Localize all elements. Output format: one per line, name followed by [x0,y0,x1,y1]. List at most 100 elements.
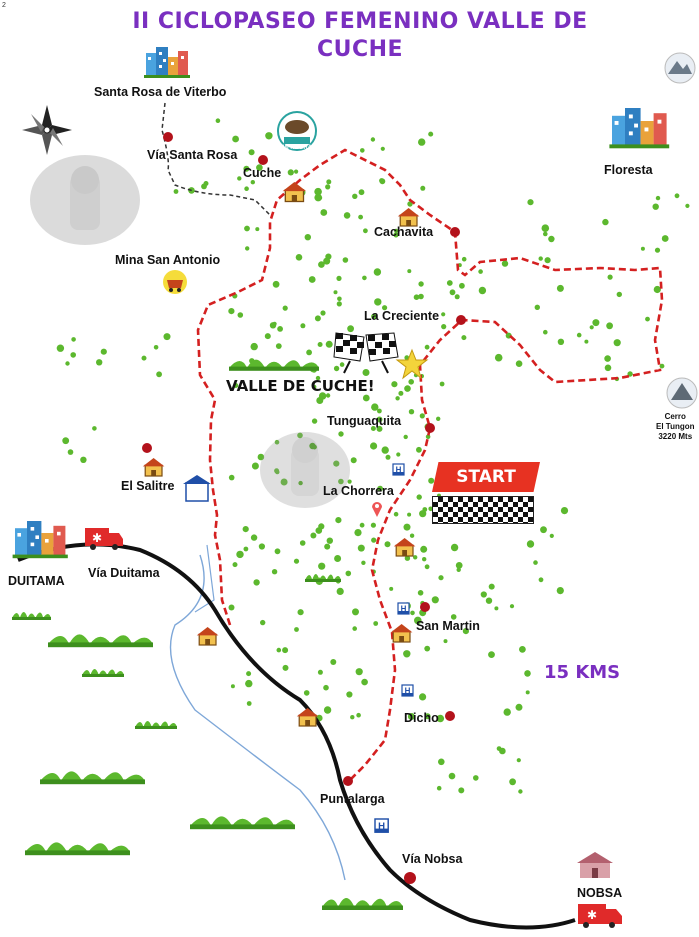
bush [525,690,530,695]
label-la-creciente: La Creciente [364,309,440,323]
bush [295,253,303,261]
bush [403,434,408,440]
bush [310,532,317,539]
bush [352,608,359,616]
label-el-salitre: El Salitre [121,479,175,493]
bush [244,225,250,232]
bush [352,193,358,199]
bush [315,375,321,381]
bush [533,560,538,565]
route-loop [196,148,664,781]
main-road [17,542,576,930]
bush [308,276,316,283]
start-checkered-banner [432,496,534,524]
bush [362,275,367,281]
bush [534,304,540,310]
bush [436,714,445,723]
bush [354,529,362,537]
bush [282,305,288,311]
bush [274,439,280,445]
bush [275,343,282,349]
bush [377,485,383,492]
bush [450,614,457,620]
bush [540,526,547,534]
bush [338,431,344,437]
bush [419,510,427,518]
bush [333,365,340,372]
bush [389,586,394,591]
label-cuche: Cuche [243,166,282,180]
bush [370,426,376,431]
bush [92,426,97,431]
bush [379,178,386,185]
bush [297,432,303,439]
bush [438,758,445,766]
start-sign: START [432,462,540,492]
bush [373,268,382,276]
bush [455,562,463,569]
bush [607,274,613,280]
bush [256,164,263,171]
bush [370,442,378,450]
bush [526,540,535,548]
bush [661,235,669,242]
bush [335,517,342,524]
bush [515,703,523,711]
cerro-line2: El Tungon [656,422,695,431]
bush [232,135,240,143]
bush [519,646,526,653]
bush [685,203,690,208]
bush [538,577,544,583]
bush [325,393,331,398]
bush [345,570,352,577]
bush [544,257,551,264]
bush [436,416,441,421]
cerro-line3: 3220 Mts [658,432,693,441]
bush [56,344,65,352]
bush [485,597,493,604]
label-la-chorrera: La Chorrera [323,484,394,498]
bush [478,286,487,295]
bush [416,494,422,500]
bush [518,789,523,794]
bush [96,359,103,366]
bush [496,746,502,751]
bush [416,446,422,453]
bush [245,679,253,688]
bush [312,384,317,389]
bush [494,606,499,611]
bush [420,185,426,191]
bush [325,184,331,190]
bush [407,512,412,517]
bush [326,537,333,544]
bush [527,199,534,206]
label-valle-de-cuche: VALLE DE CUCHE! [226,377,375,395]
bush [424,713,431,720]
bush [272,280,280,288]
bush [163,333,171,341]
bush [509,778,516,786]
label-puntalarga: Puntalarga [320,792,385,806]
bush [488,583,495,590]
bush [373,621,379,626]
bush [407,269,412,274]
bush [473,775,479,781]
bush [71,337,76,342]
bush [280,478,288,486]
bush [449,289,456,296]
bush [408,379,415,385]
bush [645,316,650,322]
bush [334,555,342,562]
bush [408,409,415,415]
bush [576,332,582,338]
bush [173,189,179,194]
bush [358,214,363,220]
label-santa-rosa: Santa Rosa de Viterbo [94,85,227,99]
bush [604,364,612,372]
bush [404,555,411,561]
bush [414,616,422,625]
bush [311,418,318,424]
bush [314,315,321,322]
bush [592,319,600,327]
bush [413,555,418,560]
